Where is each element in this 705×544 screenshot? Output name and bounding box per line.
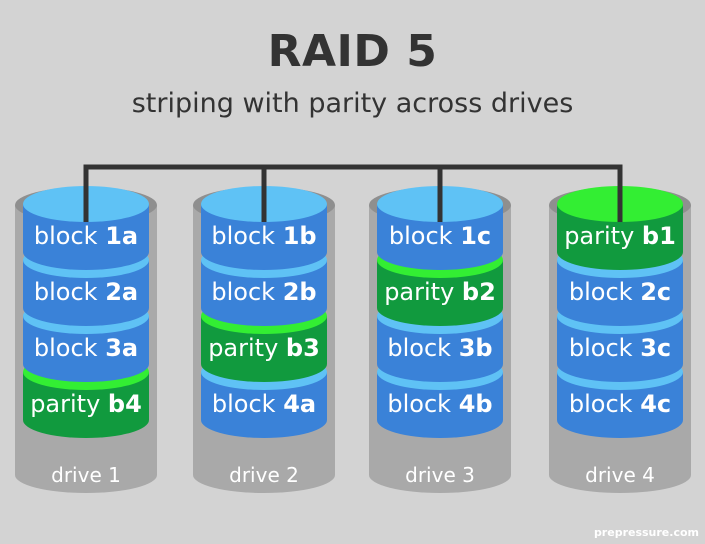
block-label: parity b1 [564, 222, 676, 250]
drive-label: drive 4 [585, 463, 655, 487]
block-label-id: 4b [459, 390, 493, 418]
block-side [557, 316, 683, 382]
block-label: block 3b [387, 334, 492, 362]
block-label-prefix: block [569, 334, 640, 362]
block-side [23, 260, 149, 326]
block-side [201, 316, 327, 382]
block-label: block 3c [569, 334, 671, 362]
block-label-prefix: block [569, 278, 640, 306]
diagram-title: RAID 5 [267, 26, 438, 77]
block-label-id: 3a [105, 334, 138, 362]
drive-label: drive 2 [229, 463, 299, 487]
block-side [23, 204, 149, 270]
block-label-id: 4c [640, 390, 671, 418]
block-side [377, 316, 503, 382]
block-label: block 2c [569, 278, 671, 306]
block-label-prefix: block [387, 390, 458, 418]
block-label-prefix: block [212, 390, 283, 418]
block-label-id: b1 [642, 222, 676, 250]
block-side [557, 260, 683, 326]
diagram-subtitle: striping with parity across drives [131, 88, 574, 119]
block-label-id: 2c [640, 278, 671, 306]
block-label-prefix: block [211, 278, 282, 306]
block-label-id: b3 [286, 334, 320, 362]
block-side [377, 204, 503, 270]
block-label: block 1a [34, 222, 138, 250]
block-side [201, 204, 327, 270]
block-label-prefix: block [387, 334, 458, 362]
block-label: block 1b [211, 222, 316, 250]
block-label-id: 1b [283, 222, 317, 250]
block-label-prefix: parity [564, 222, 642, 250]
drive-label: drive 1 [51, 463, 121, 487]
block-label-id: 4a [283, 390, 316, 418]
block-label-id: b2 [462, 278, 496, 306]
block-label: block 1c [389, 222, 491, 250]
block-label-prefix: parity [208, 334, 286, 362]
block-label-prefix: block [389, 222, 460, 250]
block-label-prefix: parity [384, 278, 462, 306]
block-label-prefix: block [34, 334, 105, 362]
block-side [23, 316, 149, 382]
block-label-id: 1c [460, 222, 491, 250]
block-label-prefix: parity [30, 390, 108, 418]
block-label: parity b4 [30, 390, 142, 418]
block-side [557, 372, 683, 438]
block-label: parity b3 [208, 334, 320, 362]
block-side [201, 372, 327, 438]
block-label-id: 1a [105, 222, 138, 250]
block-label: block 2a [34, 278, 138, 306]
block-label: block 3a [34, 334, 138, 362]
block-side [201, 260, 327, 326]
block-label-prefix: block [34, 222, 105, 250]
block-label: block 4a [212, 390, 316, 418]
block-side [377, 372, 503, 438]
block-label-prefix: block [34, 278, 105, 306]
watermark: prepressure.com [593, 526, 699, 539]
block-label-prefix: block [569, 390, 640, 418]
block-label-id: 3c [640, 334, 671, 362]
block-label-id: b4 [108, 390, 142, 418]
block-side [377, 260, 503, 326]
drive-label: drive 3 [405, 463, 475, 487]
block-label: parity b2 [384, 278, 496, 306]
data-block: block 3b [377, 298, 503, 382]
block-label-id: 3b [459, 334, 493, 362]
block-label-id: 2b [283, 278, 317, 306]
block-label: block 2b [211, 278, 316, 306]
block-label-prefix: block [211, 222, 282, 250]
block-label: block 4b [387, 390, 492, 418]
block-label: block 4c [569, 390, 671, 418]
block-side [557, 204, 683, 270]
block-label-id: 2a [105, 278, 138, 306]
block-side [23, 372, 149, 438]
